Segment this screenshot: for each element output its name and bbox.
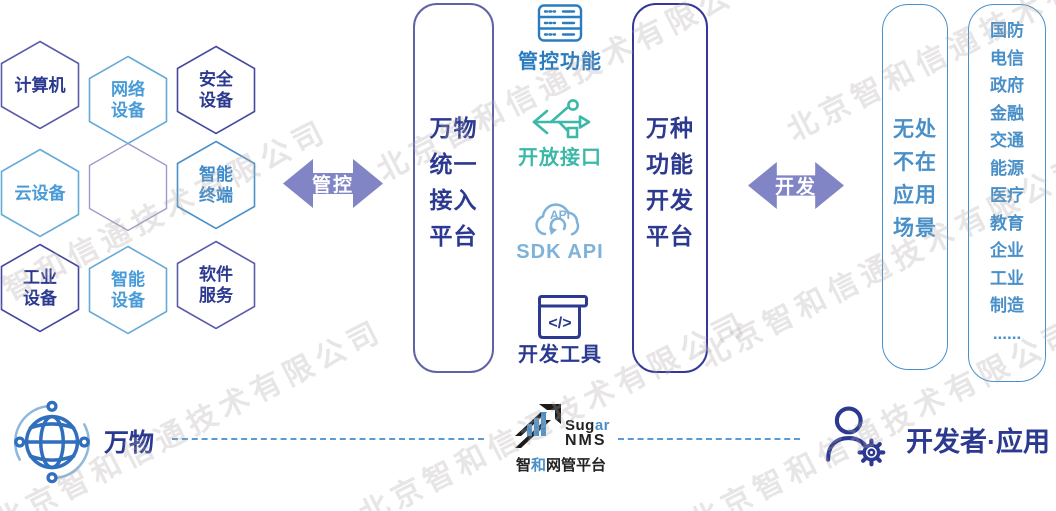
hexagon-smart-device: 智能 设备 (88, 245, 168, 335)
manage-arrow: 管控 (283, 157, 383, 210)
hexagon-outline (176, 45, 256, 135)
industry-list-box: 国防 电信 政府 金融 交通 能源 医疗 教育 企业 工业 制造 ...... (968, 4, 1046, 382)
hexagon-smart-terminal: 智能 终端 (176, 140, 256, 230)
hexagon-outline (176, 140, 256, 230)
code-window-icon: </> (538, 295, 588, 339)
industry-item: 电信 (990, 48, 1024, 68)
industry-item: 教育 (990, 213, 1024, 233)
logo-brand: Sugar NMS (565, 417, 611, 449)
logo-mark-icon (515, 404, 561, 448)
hexagon-software-service: 软件 服务 (176, 240, 256, 330)
hexagon-computer: 计算机 (0, 40, 80, 130)
logo-brand-bottom: NMS (565, 432, 607, 449)
developer-apps-label: 开发者·应用 (906, 427, 1050, 457)
industry-item: 医疗 (990, 186, 1024, 205)
hexagon-label: 网络 设备 (111, 80, 145, 120)
develop-arrow: 开发 (748, 160, 844, 211)
logo-subtitle-post: 网管平台 (546, 457, 607, 474)
hexagon-outline (0, 40, 80, 130)
double-arrow-shape (748, 161, 844, 210)
hexagon-label: 云设备 (14, 183, 66, 203)
open-interface-label: 开放接口 (518, 147, 602, 169)
industry-item: ...... (992, 323, 1022, 343)
develop-arrow-label: 开发 (774, 177, 817, 198)
unified-access-platform-box: 万物 统一 接入 平台 (413, 3, 494, 373)
industry-item: 国防 (990, 21, 1024, 40)
code-badge: </> (548, 315, 571, 332)
control-functions-label: 管控功能 (518, 51, 602, 73)
hexagon-outline (176, 240, 256, 330)
connector-dash-left (172, 438, 484, 440)
sdk-api-label: SDK API (516, 241, 604, 263)
logo-brand-top-accent: ar (594, 417, 611, 434)
industry-item: 工业 (990, 268, 1024, 288)
everything-label: 万物 (104, 429, 155, 457)
function-development-platform-box: 万种 功能 开发 平台 (632, 3, 708, 373)
hexagon-label (88, 142, 168, 232)
hexagon-outline (88, 245, 168, 335)
application-scenarios-label: 无处 不在 应用 场景 (893, 118, 937, 240)
manage-arrow-label: 管控 (311, 175, 354, 196)
usb-interface-icon (532, 99, 591, 139)
logo-brand-top: Sug (565, 417, 595, 434)
hexagon-security-device: 安全 设备 (176, 45, 256, 135)
developer-icon (826, 406, 886, 467)
hexagon-network-device: 网络 设备 (88, 55, 168, 145)
industry-list: 国防 电信 政府 金融 交通 能源 医疗 教育 企业 工业 制造 ...... (969, 17, 1045, 347)
hexagon-label: 工业 设备 (23, 268, 57, 308)
hexagon-label: 计算机 (14, 75, 66, 95)
application-scenarios-box: 无处 不在 应用 场景 (882, 4, 948, 370)
logo-subtitle-pre: 智 (515, 457, 531, 474)
hexagon-label: 智能 设备 (111, 270, 145, 310)
hexagon-outline (0, 148, 80, 238)
hexagon-cloud-device: 云设备 (0, 148, 80, 238)
industry-item: 金融 (990, 103, 1024, 123)
double-arrow-shape (283, 159, 383, 208)
hexagon-label: 智能 终端 (199, 165, 233, 205)
industry-item: 制造 (990, 296, 1024, 315)
api-badge: API (550, 208, 570, 222)
hexagon-outline (0, 243, 80, 333)
hexagon-label: 安全 设备 (199, 70, 233, 110)
hexagon-outline (88, 142, 168, 232)
cloud-api-icon: API (535, 203, 580, 236)
industry-item: 企业 (990, 241, 1024, 260)
server-icon (537, 4, 583, 42)
dev-tools-label: 开发工具 (518, 344, 602, 366)
hexagon-empty (88, 142, 168, 232)
function-development-platform-label: 万种 功能 开发 平台 (646, 115, 694, 249)
unified-access-platform-label: 万物 统一 接入 平台 (429, 115, 478, 249)
hexagon-label: 软件 服务 (199, 265, 233, 305)
connector-dash-right (618, 438, 800, 440)
hexagon-industrial-device: 工业 设备 (0, 243, 80, 333)
industry-item: 能源 (990, 158, 1024, 178)
industry-item: 交通 (990, 131, 1024, 150)
industry-item: 政府 (990, 76, 1024, 95)
globe-icon (13, 400, 91, 484)
logo-subtitle-accent: 和 (530, 457, 546, 474)
logo-subtitle: 智和网管平台 (509, 454, 613, 475)
